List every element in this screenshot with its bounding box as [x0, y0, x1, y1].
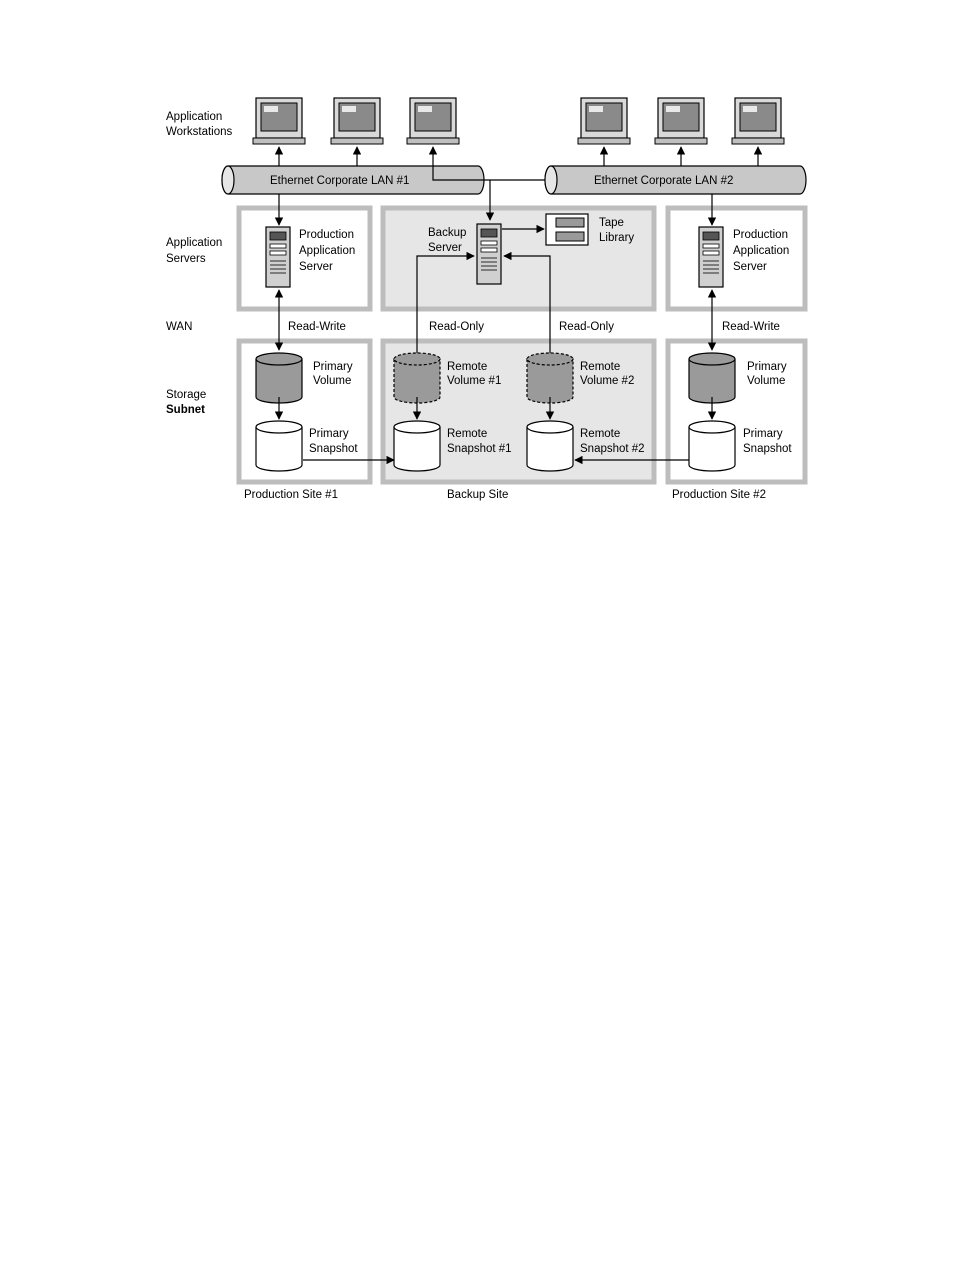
wan-ro2-label: Read-Only	[559, 321, 614, 333]
remote-volume-2-icon	[526, 352, 574, 404]
tape-library-icon	[545, 213, 589, 246]
pv2-label-1: Primary	[747, 361, 787, 373]
label-wan: WAN	[166, 321, 192, 333]
lan1-label: Ethernet Corporate LAN #1	[270, 175, 409, 187]
site2-label: Production Site #2	[672, 489, 766, 501]
site2-server-panel	[665, 205, 808, 312]
workstation-2	[330, 97, 384, 145]
prod1-server-label-2: Application	[299, 245, 355, 257]
workstation-1	[252, 97, 306, 145]
server-prod1-icon	[265, 226, 291, 288]
ps2-label-2: Snapshot	[743, 443, 792, 455]
primary-volume-2-icon	[688, 352, 736, 404]
remote1-to-backup-server	[416, 251, 475, 353]
rv2-label-1: Remote	[580, 361, 620, 373]
primary-snapshot-1-icon	[255, 420, 303, 472]
workstation-4	[577, 97, 631, 145]
remote-snapshot-2-icon	[526, 420, 574, 472]
ws3-link	[428, 146, 480, 181]
workstation-5	[654, 97, 708, 145]
backup-server-label-2: Server	[428, 242, 462, 254]
rs2-label-1: Remote	[580, 428, 620, 440]
label-storage-2: Subnet	[166, 404, 205, 416]
remote2-to-backup-server	[503, 251, 551, 353]
site1-server-panel	[236, 205, 373, 312]
rv2-label-2: Volume #2	[580, 375, 634, 387]
rs2-label-2: Snapshot #2	[580, 443, 645, 455]
backup-server-label-1: Backup	[428, 227, 466, 239]
prod1-server-label-1: Production	[299, 229, 354, 241]
tape-library-label-1: Tape	[599, 217, 624, 229]
primary-volume-1-icon	[255, 352, 303, 404]
wan-rw2-label: Read-Write	[722, 321, 780, 333]
workstation-3	[406, 97, 460, 145]
label-storage-1: Storage	[166, 389, 206, 401]
prod2-server-label-1: Production	[733, 229, 788, 241]
workstation-6	[731, 97, 785, 145]
ps2-label-1: Primary	[743, 428, 783, 440]
lan2-label: Ethernet Corporate LAN #2	[594, 175, 733, 187]
primary-snapshot-2-icon	[688, 420, 736, 472]
server-prod2-icon	[698, 226, 724, 288]
prod2-server-label-3: Server	[733, 261, 767, 273]
backup-server-panel	[380, 205, 657, 312]
remote-snapshot-1-icon	[393, 420, 441, 472]
ps1-label-2: Snapshot	[309, 443, 358, 455]
server-backup-icon	[476, 223, 502, 285]
site1-label: Production Site #1	[244, 489, 338, 501]
label-workstations-1: Application	[166, 111, 222, 123]
label-servers-1: Application	[166, 237, 222, 249]
wan-ro1-label: Read-Only	[429, 321, 484, 333]
pv1-label-2: Volume	[313, 375, 351, 387]
rv1-label-2: Volume #1	[447, 375, 501, 387]
tape-library-label-2: Library	[599, 232, 634, 244]
label-servers-2: Servers	[166, 253, 206, 265]
ps1-label-1: Primary	[309, 428, 349, 440]
rv1-label-1: Remote	[447, 361, 487, 373]
pv1-label-1: Primary	[313, 361, 353, 373]
rs1-label-2: Snapshot #1	[447, 443, 512, 455]
label-workstations-2: Workstations	[166, 126, 233, 138]
prod1-server-label-3: Server	[299, 261, 333, 273]
backup-site-label: Backup Site	[447, 489, 508, 501]
lan-pipe-1	[221, 165, 485, 195]
pv2-label-2: Volume	[747, 375, 785, 387]
prod2-server-label-2: Application	[733, 245, 789, 257]
rs1-label-1: Remote	[447, 428, 487, 440]
wan-rw1-label: Read-Write	[288, 321, 346, 333]
remote-volume-1-icon	[393, 352, 441, 404]
